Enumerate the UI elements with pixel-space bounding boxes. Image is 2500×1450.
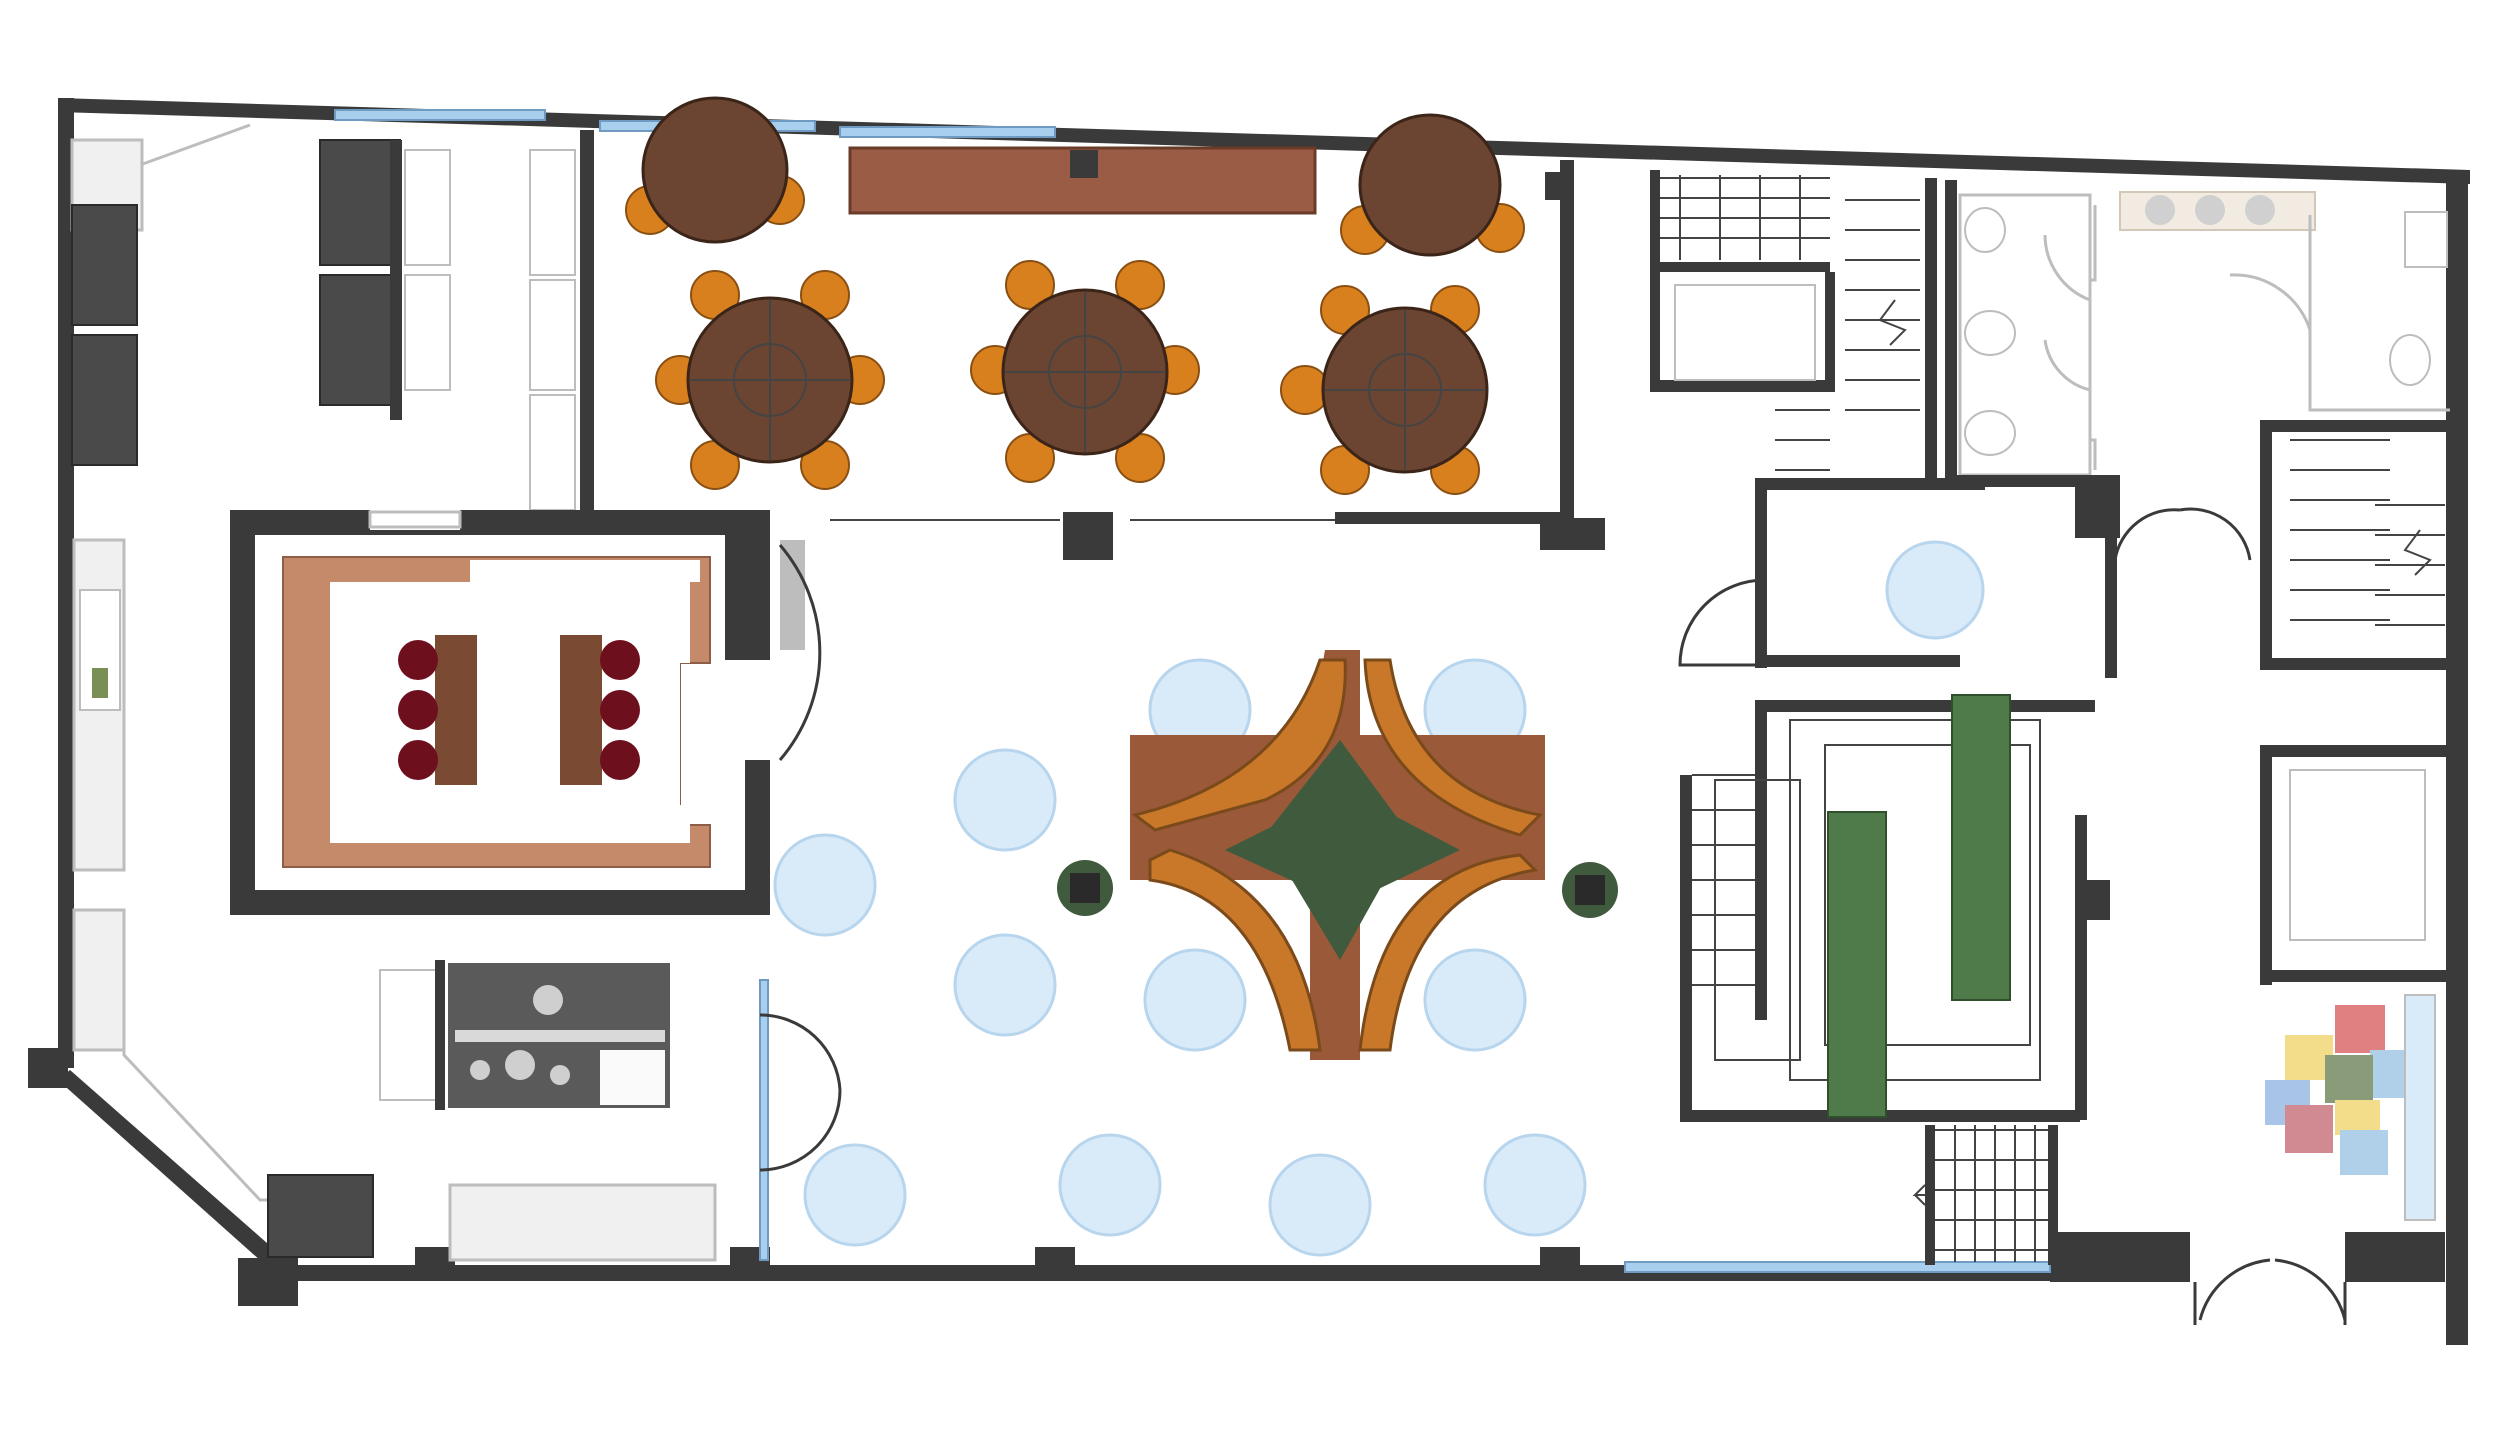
stair-core-2 bbox=[2113, 420, 2450, 985]
round-table-icon bbox=[970, 260, 1200, 483]
color-tile-icon bbox=[2265, 1005, 2415, 1175]
oven-icon bbox=[267, 1174, 374, 1258]
planter-icon bbox=[1827, 811, 1887, 1118]
toilet-icon bbox=[1964, 207, 2431, 456]
door-swing bbox=[778, 544, 822, 761]
elevator-icon bbox=[2289, 769, 2426, 941]
cook-line bbox=[379, 960, 842, 1172]
round-table-icon bbox=[655, 270, 885, 490]
private-dining-room bbox=[625, 96, 1605, 560]
meeting-room bbox=[230, 508, 822, 915]
glass-table-icon bbox=[773, 658, 1587, 1257]
round-table-icon bbox=[1280, 285, 1489, 495]
freezer-icon bbox=[319, 274, 401, 406]
exterior-walls bbox=[28, 98, 2470, 1345]
restrooms bbox=[1945, 180, 2450, 487]
round-table-icon bbox=[1340, 113, 1525, 257]
planter-icon bbox=[1951, 694, 2011, 1001]
display-glass bbox=[2404, 994, 2436, 1221]
refrigerator-icon bbox=[71, 204, 138, 326]
stair-core-1 bbox=[1650, 170, 2120, 678]
elevator-icon bbox=[1674, 284, 1816, 381]
banquette-icon bbox=[1130, 650, 1545, 1060]
kitchen-prep-area bbox=[70, 123, 717, 1262]
main-dining-area bbox=[773, 650, 1618, 1257]
entry-lobby bbox=[2193, 994, 2436, 1325]
stair-icon bbox=[1660, 175, 1920, 471]
booth-table-icon bbox=[398, 635, 640, 785]
freezer-icon bbox=[319, 139, 401, 266]
refrigerator-icon bbox=[71, 334, 138, 466]
stair-icon bbox=[2290, 439, 2445, 626]
round-table-icon bbox=[625, 96, 805, 244]
planter-icon bbox=[1057, 860, 1618, 918]
lounge-stairs bbox=[1680, 694, 2110, 1265]
sink-icon bbox=[2404, 211, 2448, 268]
